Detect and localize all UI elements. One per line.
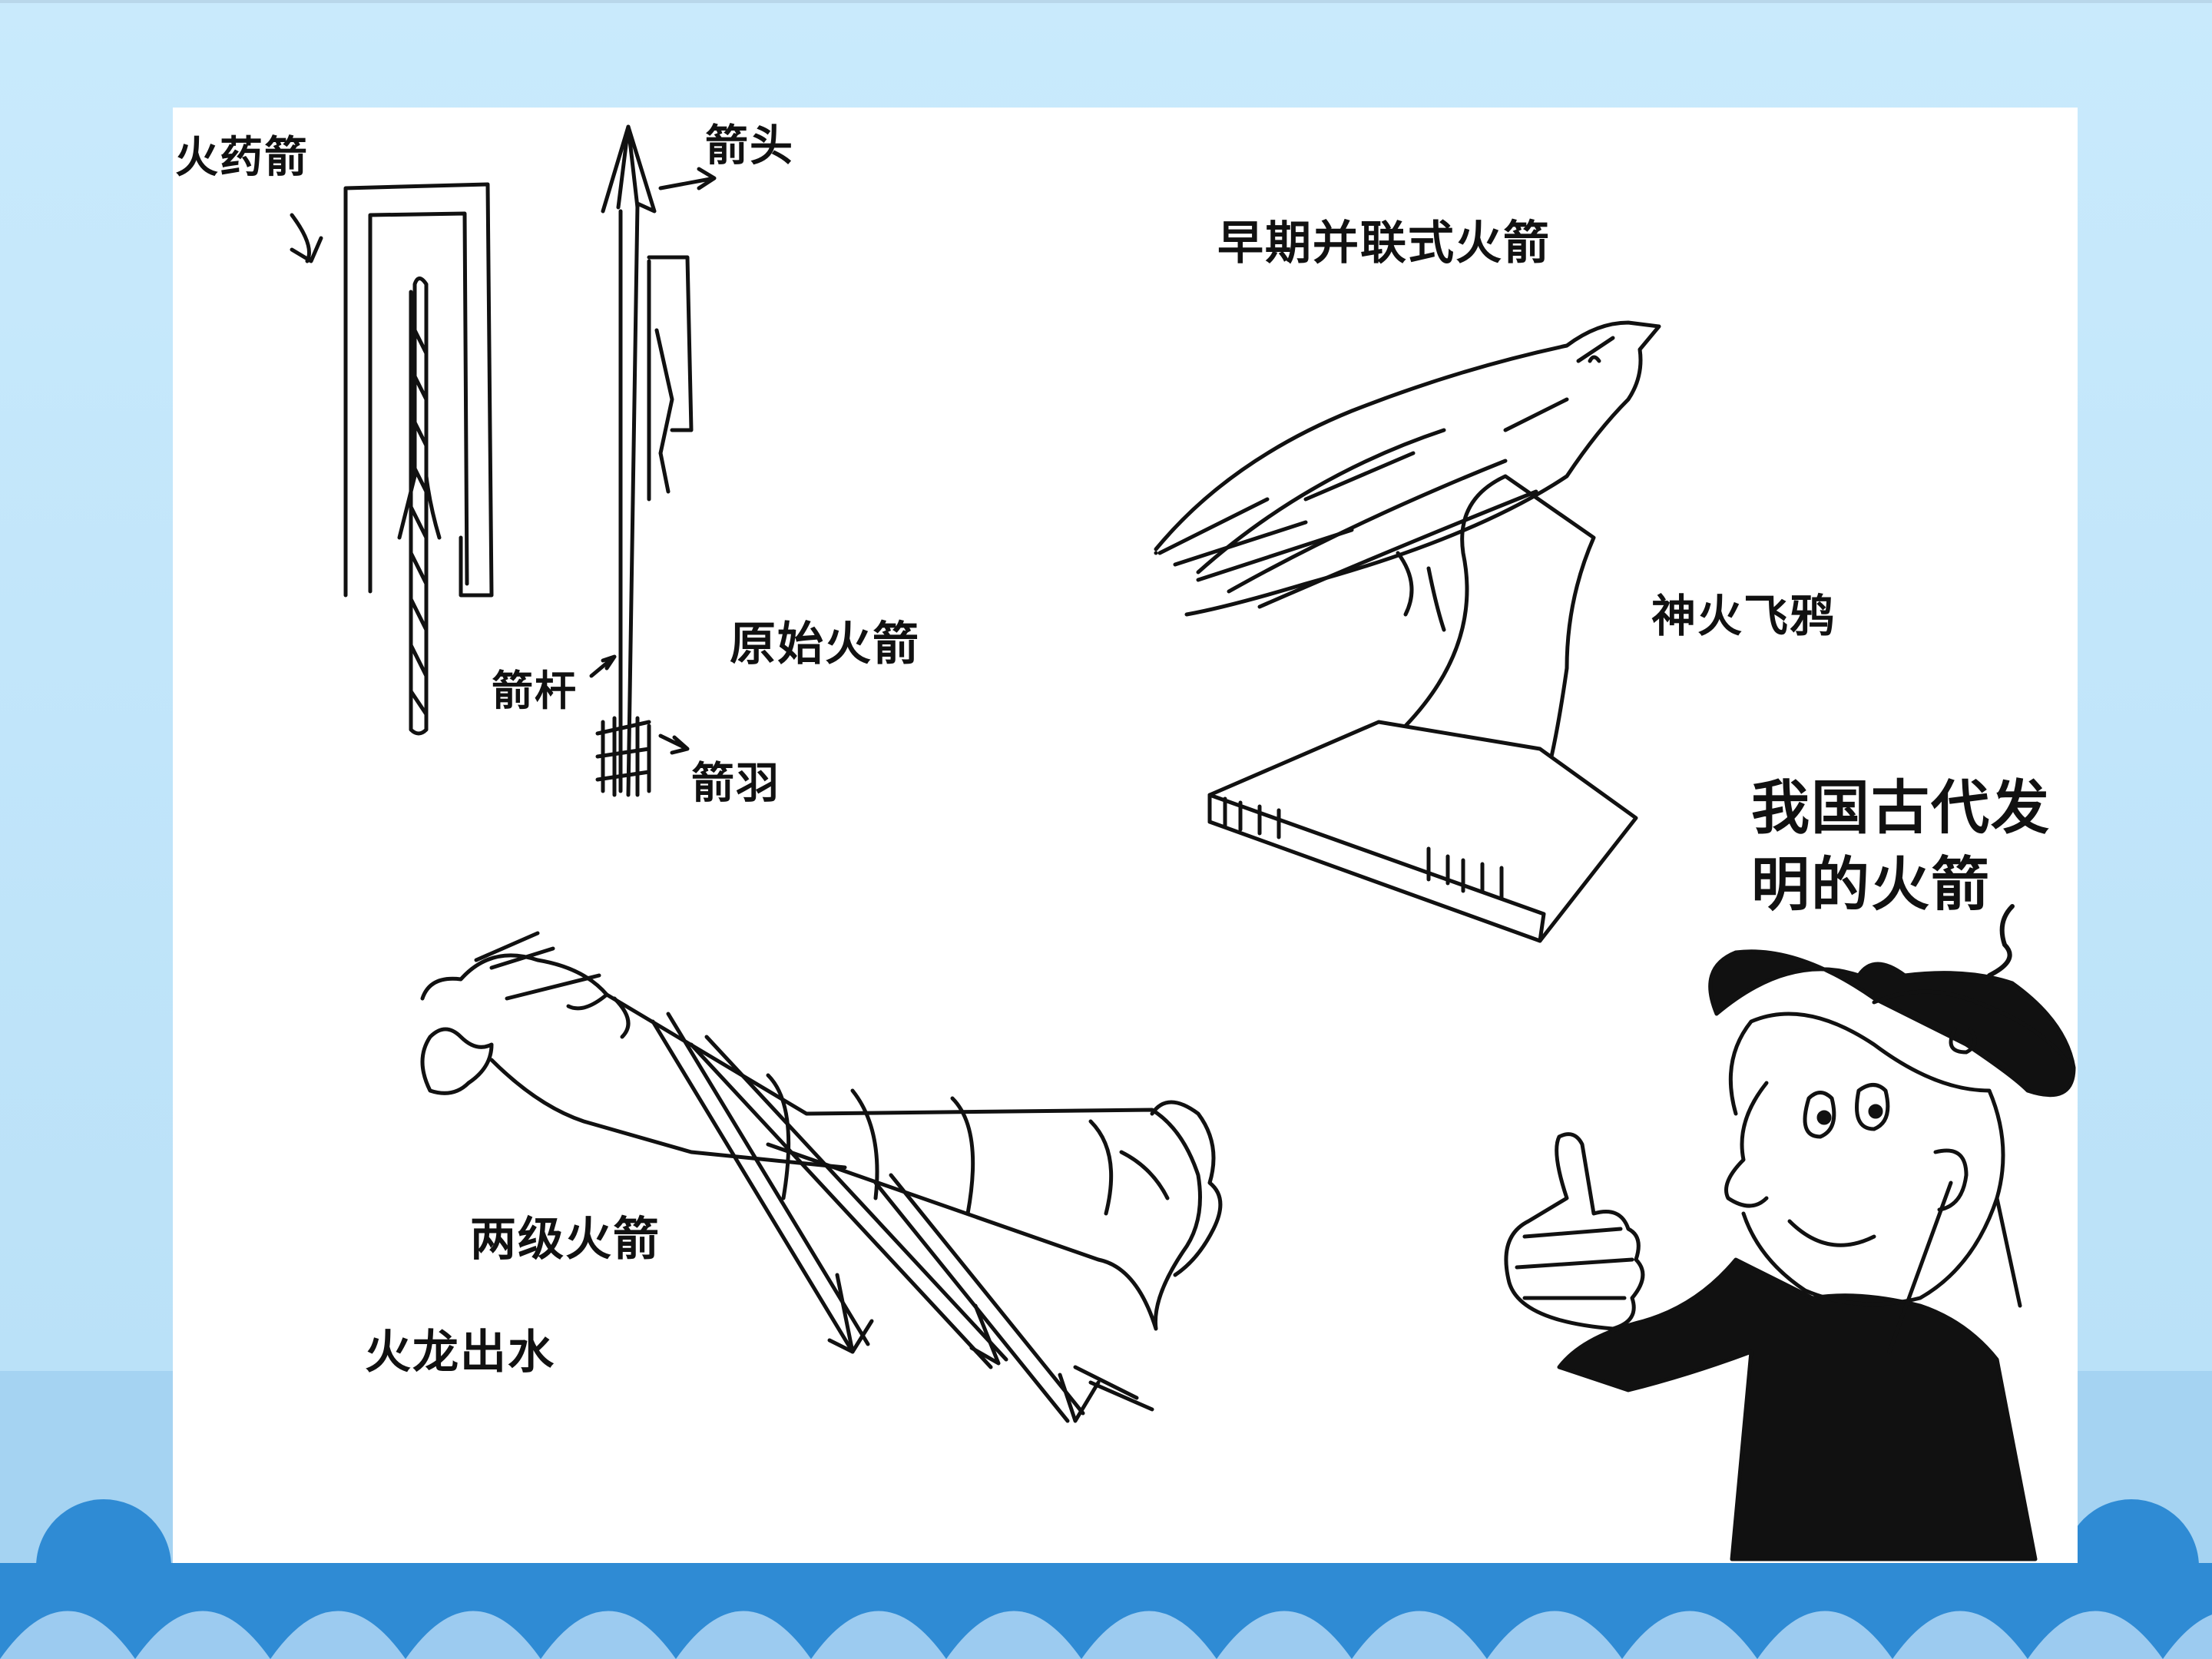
wave-front-row [0, 1611, 2212, 1659]
top-border [0, 0, 2212, 3]
speech-text-line-2: 明的火箭 [1751, 850, 1991, 919]
label-primitive-rocket: 原始火箭 [730, 618, 920, 671]
divine-fire-crow-drawing [1154, 320, 1661, 943]
label-early-parallel-rocket: 早期并联式火箭 [1217, 217, 1551, 270]
primitive-rocket-drawing [589, 124, 717, 797]
label-fire-dragon: 火龙出水 [365, 1326, 555, 1379]
gunpowder-arrow-drawing [290, 182, 494, 736]
label-gunpowder-arrow: 火药箭 [175, 133, 309, 183]
label-two-stage-rocket: 两级火箭 [470, 1213, 661, 1267]
label-divine-fire-crow: 神火飞鸦 [1651, 590, 1836, 642]
cartoon-man-drawing [1504, 904, 2076, 1561]
speech-text-line-1: 我国古代发 [1751, 773, 2051, 842]
fire-dragon-drawing [420, 931, 1223, 1423]
label-arrowhead: 箭头 [705, 121, 794, 171]
label-arrow-shaft: 箭杆 [492, 667, 578, 715]
label-arrow-feather: 箭羽 [691, 759, 780, 809]
